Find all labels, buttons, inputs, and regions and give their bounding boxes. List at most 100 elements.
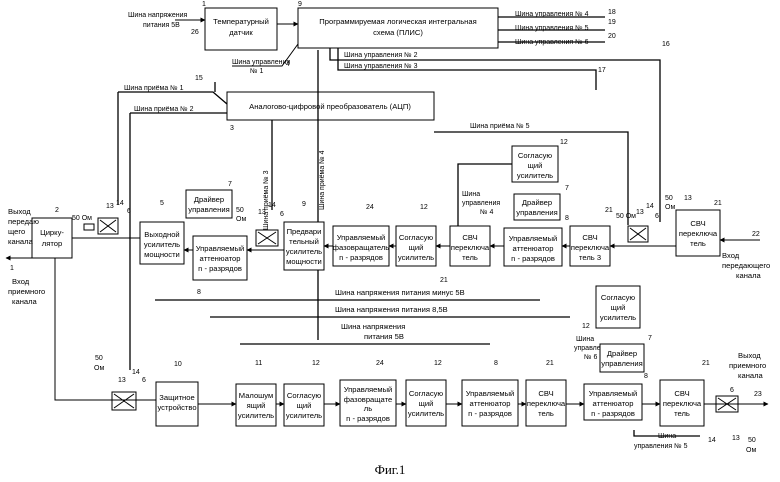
num-7a: 7 (228, 181, 232, 188)
num-24b: 24 (376, 360, 384, 367)
ctrl4-mid-1: Шина (462, 191, 480, 198)
num-11: 11 (255, 360, 262, 367)
swb1-l3: тель (538, 409, 554, 418)
output-amp-block: Выходной усилитель мощности (140, 222, 184, 264)
num-14c: 14 (646, 203, 654, 210)
circulator-line-1: Цирку- (40, 228, 64, 237)
match-top-block: Согласую щий усилитель (396, 226, 436, 266)
sw-tl-l1: СВЧ (462, 233, 477, 242)
tx-out-3: щего (8, 227, 25, 236)
match-top-l3: усилитель (398, 253, 434, 262)
swb1-l1: СВЧ (538, 389, 553, 398)
num-21d: 21 (546, 360, 554, 367)
num-7c: 7 (648, 335, 652, 342)
ohm50-rb-a: 50 (748, 437, 756, 444)
ctrl1-label-1: Шина управления (232, 59, 290, 66)
adc-block: Аналогово-цифровой преобразователь (АЦП) (227, 92, 434, 120)
circulator-line-2: лятор (42, 239, 62, 248)
switch-top-left-block: СВЧ переключа тель (450, 226, 490, 266)
sw-tl-l3: тель (462, 253, 478, 262)
match-b3-block: Согласую щий усилитель (596, 286, 640, 328)
protect-l1: Защитное (159, 393, 194, 402)
num-16: 16 (662, 41, 670, 48)
num-1b: 1 (10, 265, 14, 272)
switch-b2-block: СВЧ переключа тель (660, 380, 704, 426)
ab-l3: n - разрядов (468, 409, 512, 418)
plus5b-label-1: Шина напряжения (341, 322, 405, 331)
num-24a: 24 (366, 204, 374, 211)
ohm50-mid-a: 50 (236, 207, 244, 214)
match-tr-l2: щий (528, 161, 543, 170)
num-5: 5 (160, 200, 164, 207)
pb-l4: n - разрядов (346, 414, 390, 423)
num-8b: 8 (565, 215, 569, 222)
switch-top-far-block: СВЧ переключа тель (676, 210, 720, 256)
ab-l2: аттенюатор (470, 399, 511, 408)
mb3-l2: щий (611, 303, 626, 312)
ohm50-right-b: Ом (665, 204, 675, 211)
ctrl3-label: Шина управления № 3 (344, 63, 418, 70)
driver-top-right-block: Драйвер управления (514, 194, 560, 220)
match-b2-block: Согласую щий усилитель (406, 380, 446, 426)
rx-in-3: канала (12, 297, 38, 306)
num-9b: 9 (302, 201, 306, 208)
num-14a: 14 (116, 200, 124, 207)
num-14d: 14 (132, 369, 140, 376)
fpga-line-2: схема (ПЛИС) (373, 28, 423, 37)
adc-label: Аналогово-цифровой преобразователь (АЦП) (249, 102, 411, 111)
sw-tf-l2: переключа (679, 229, 718, 238)
num-13d: 13 (684, 195, 692, 202)
preamp-l3: усилитель (286, 247, 322, 256)
tx-in-3: канала (736, 271, 762, 280)
output-amp-l2: усилитель (144, 240, 180, 249)
sw-tl-l2: переключа (451, 243, 490, 252)
power-5v-label-1: Шина напряжения (128, 12, 188, 19)
num-20: 20 (608, 33, 616, 40)
num-21e: 21 (702, 360, 710, 367)
num-13c: 13 (636, 209, 644, 216)
mb1-l2: щий (297, 401, 312, 410)
atten-top-right-block: Управляемый аттенюатор n - разрядов (504, 228, 562, 266)
phase-top-l3: n - разрядов (339, 253, 383, 262)
num-8d: 8 (644, 373, 648, 380)
match-top-l1: Согласую (399, 233, 434, 242)
tx-out-4: канала (8, 237, 34, 246)
att-tr-l3: n - разрядов (511, 254, 555, 263)
plus85-label: Шина напряжения питания 8,5В (335, 305, 448, 314)
num-21a: 21 (440, 277, 448, 284)
num-6d: 6 (142, 377, 146, 384)
num-17: 17 (598, 67, 606, 74)
mb2-l2: щий (419, 399, 434, 408)
driver-b-block: Драйвер управления (600, 344, 644, 372)
num-23: 23 (754, 391, 762, 398)
num-13e: 13 (118, 377, 126, 384)
match-top-l2: щий (409, 243, 424, 252)
match-tr-l1: Согласую (518, 151, 553, 160)
rx-out-2: приемного (729, 361, 766, 370)
rx2-label: Шина приёма № 2 (134, 106, 194, 113)
num-9: 9 (298, 1, 302, 8)
ohm50-mid-b: Ом (236, 216, 246, 223)
mb3-l1: Согласую (601, 293, 636, 302)
num-12b: 12 (560, 139, 568, 146)
num-18: 18 (608, 9, 616, 16)
ohm50-rb-b: Ом (746, 447, 756, 454)
num-8a: 8 (197, 289, 201, 296)
swb1-l2: переключа (527, 399, 566, 408)
ctrl4-mid-3: № 4 (480, 209, 493, 216)
switch3-block: СВЧ переключа тель 3 (570, 226, 610, 266)
att-tr-l2: аттенюатор (513, 244, 554, 253)
drvb-l1: Драйвер (607, 349, 637, 358)
mb2-l1: Согласую (409, 389, 444, 398)
sw-tf-l3: тель (690, 239, 706, 248)
match-top-right-block: Согласую щий усилитель (512, 146, 558, 182)
num-13f: 13 (732, 435, 740, 442)
num-2: 2 (55, 207, 59, 214)
ctrl1-label-2: № 1 (250, 68, 263, 75)
drv-tr-l2: управления (516, 208, 557, 217)
phase-top-block: Управляемый фазовращатель n - разрядов (333, 226, 390, 266)
rx-out-3: канала (738, 371, 764, 380)
rx4-label: Шина приёма № 4 (319, 150, 326, 210)
output-amp-l3: мощности (144, 250, 180, 259)
